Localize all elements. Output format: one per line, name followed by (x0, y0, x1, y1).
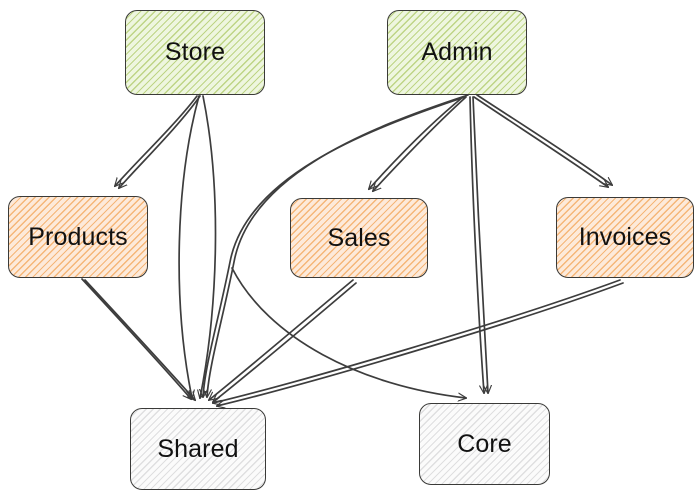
edge-admin-invoices-b (476, 94, 612, 185)
edge-invoices-shared (213, 279, 621, 403)
edge-store-shared-1 (178, 95, 200, 398)
node-products-label: Products (28, 222, 128, 251)
node-shared[interactable]: Shared (130, 408, 266, 490)
edge-store-shared-2 (200, 95, 217, 398)
node-sales-label: Sales (327, 223, 391, 252)
edge-sales-shared-b (213, 282, 357, 402)
node-sales[interactable]: Sales (290, 198, 428, 278)
node-admin-label: Admin (421, 38, 493, 66)
node-admin[interactable]: Admin (387, 10, 527, 95)
node-products[interactable]: Products (8, 196, 148, 278)
edge-products-shared-b (84, 279, 195, 400)
edge-sales-core (231, 267, 466, 398)
edge-products-shared (81, 278, 191, 399)
edge-admin-sales-b (373, 96, 467, 191)
edge-invoices-shared-b (217, 282, 624, 406)
edge-sales-shared (209, 279, 354, 400)
node-invoices[interactable]: Invoices (556, 197, 694, 278)
edge-admin-shared-2 (207, 94, 469, 397)
node-shared-label: Shared (157, 434, 239, 463)
node-invoices-label: Invoices (578, 223, 672, 251)
node-core[interactable]: Core (419, 403, 550, 485)
edge-admin-core-1 (469, 96, 484, 393)
edge-admin-invoices (473, 96, 608, 187)
node-core-label: Core (457, 429, 512, 458)
node-store[interactable]: Store (125, 10, 265, 95)
edge-admin-sales (369, 96, 464, 189)
edge-admin-core-2 (472, 96, 488, 393)
node-store-label: Store (164, 38, 226, 66)
edge-store-products-b (119, 95, 201, 188)
edge-store-products (115, 95, 198, 186)
